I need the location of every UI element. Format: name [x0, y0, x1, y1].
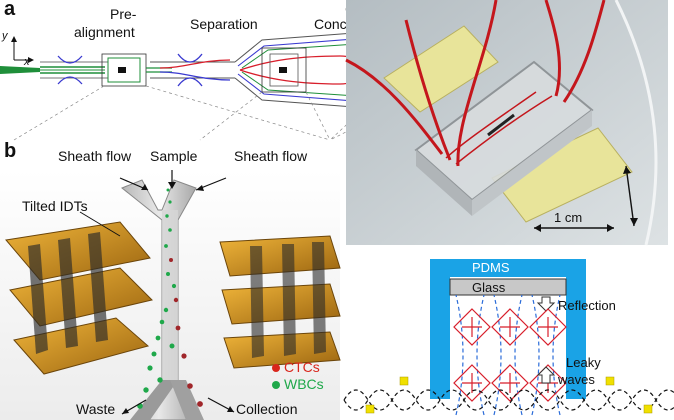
- stage-separation-label: Separation: [190, 16, 258, 32]
- panel-c-device-photo: [345, 0, 668, 246]
- leaky-waves-line1: Leaky: [566, 355, 601, 370]
- collection-label: Collection: [236, 401, 298, 417]
- glass-label: Glass: [472, 280, 506, 295]
- sheath-flow-right-label: Sheath flow: [234, 148, 308, 164]
- panel-letter-b: b: [4, 140, 17, 162]
- legend-ctc-dot: [272, 364, 280, 372]
- tilted-idts-label: Tilted IDTs: [22, 198, 88, 214]
- waste-label: Waste: [76, 401, 116, 417]
- standing-wave-envelopes: [455, 294, 561, 416]
- sample-label: Sample: [150, 148, 198, 164]
- axis-x-label: x: [24, 56, 30, 68]
- panel-b-device-illustration: [0, 170, 341, 420]
- sheath-flow-left-label: Sheath flow: [58, 148, 132, 164]
- axis-y-label: y: [2, 30, 8, 42]
- surface-acoustic-wave: [343, 389, 674, 411]
- legend-wbc-label: WBCs: [284, 376, 324, 392]
- scale-bar-label: 1 cm: [554, 210, 583, 225]
- stage-prealign-line2: alignment: [74, 24, 135, 40]
- stage-prealign-line1: Pre-: [110, 6, 137, 22]
- legend-wbc-dot: [272, 381, 280, 389]
- left-idt: [5, 221, 153, 375]
- panel-letter-a: a: [4, 0, 16, 20]
- reflection-label: Reflection: [558, 298, 616, 313]
- cell-particles: [137, 188, 203, 409]
- leaky-waves-line2: waves: [558, 372, 595, 387]
- legend-ctc-label: CTCs: [284, 359, 320, 375]
- pdms-label: PDMS: [472, 260, 510, 275]
- panel-c-cross-section: [343, 259, 674, 416]
- right-idt: [219, 235, 341, 369]
